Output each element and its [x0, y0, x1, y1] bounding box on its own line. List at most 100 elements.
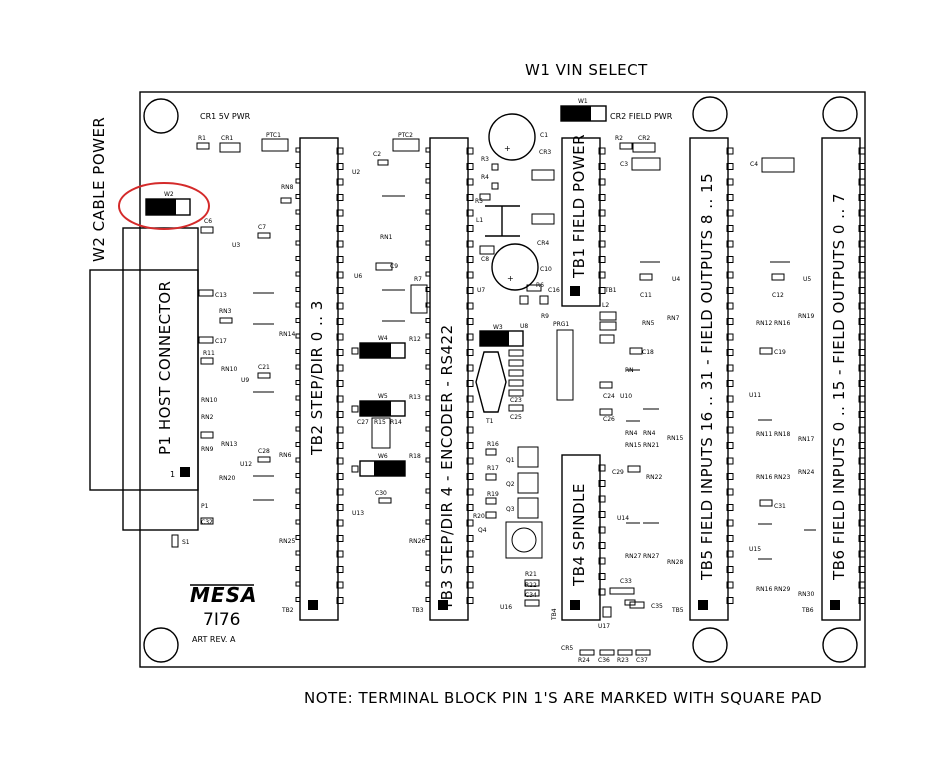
pad: [295, 333, 301, 339]
pad: [726, 380, 734, 387]
pad: [629, 347, 643, 355]
pad: [295, 163, 301, 168]
svg-text:R9: R9: [541, 313, 549, 320]
pad: [336, 597, 344, 604]
svg-text:U10: U10: [620, 393, 632, 400]
pad: [295, 488, 301, 494]
pad: [336, 550, 344, 558]
svg-text:L2: L2: [602, 302, 609, 309]
svg-text:TB4: TB4: [551, 608, 558, 621]
pad: [632, 142, 656, 153]
pad: [726, 209, 734, 217]
pad: [726, 302, 734, 310]
svg-text:U14: U14: [617, 515, 629, 522]
svg-text:R1: R1: [198, 135, 206, 142]
resistor-r15-r14: [371, 417, 391, 449]
pad: [524, 589, 540, 597]
pad: [524, 579, 540, 587]
svg-text:U7: U7: [477, 287, 485, 294]
pad: [200, 431, 214, 439]
svg-text:T1: T1: [485, 418, 494, 425]
svg-text:RN15: RN15: [625, 442, 641, 449]
pad: [466, 535, 474, 542]
pad: [466, 240, 474, 248]
pad: [599, 334, 615, 344]
pad: [466, 147, 474, 155]
pad: [858, 380, 866, 387]
pad: [726, 550, 734, 558]
svg-text:C12: C12: [772, 292, 784, 299]
svg-text:U2: U2: [352, 169, 360, 176]
pad: [295, 380, 301, 385]
pad: [631, 157, 661, 171]
svg-text:C17: C17: [215, 338, 227, 345]
svg-text:RN29: RN29: [774, 586, 790, 593]
pad: [524, 599, 540, 607]
svg-text:RN8: RN8: [281, 184, 294, 191]
pad: [858, 550, 866, 558]
pad: [726, 178, 734, 186]
pad: [598, 495, 606, 503]
pad: [858, 535, 866, 542]
pad: [295, 147, 301, 153]
pad: [635, 649, 651, 656]
pad: [336, 488, 344, 496]
pad: [579, 649, 595, 656]
svg-text:U16: U16: [500, 604, 512, 611]
svg-text:RN14: RN14: [279, 331, 295, 338]
pad: [479, 245, 495, 255]
pad: [598, 480, 606, 487]
pad: [466, 318, 474, 325]
pad: [198, 289, 214, 297]
pad: [336, 147, 344, 155]
svg-text:RN2: RN2: [201, 414, 214, 421]
terminal-block-tb4: TB4 SPINDLE TB4: [551, 454, 601, 621]
pad: [858, 209, 866, 217]
pad: [295, 395, 301, 401]
pad: [485, 511, 497, 519]
svg-text:R15: R15: [374, 419, 386, 426]
svg-text:C18: C18: [642, 349, 654, 356]
pad: [598, 464, 606, 472]
pad: [336, 395, 344, 403]
pad: [466, 163, 474, 170]
svg-text:C6: C6: [204, 218, 212, 225]
svg-text:RN27: RN27: [625, 553, 641, 560]
pad: [858, 504, 866, 511]
svg-text:RN16: RN16: [756, 474, 772, 481]
svg-text:CR1: CR1: [221, 135, 233, 142]
pad: [375, 262, 393, 271]
w5-jumper: W5: [359, 393, 406, 417]
svg-text:RN28: RN28: [667, 559, 683, 566]
pad: [378, 497, 392, 504]
pad: [619, 142, 633, 150]
pad: [599, 408, 613, 416]
pad: [491, 163, 499, 171]
pad: [466, 225, 474, 232]
pad: [726, 256, 734, 263]
pad: [466, 209, 474, 217]
pad: [351, 465, 359, 473]
svg-text:C10: C10: [540, 266, 552, 273]
pad: [726, 287, 734, 294]
svg-text:RN18: RN18: [774, 431, 790, 438]
pad: [858, 256, 866, 263]
pad: [598, 526, 606, 534]
pad: [726, 271, 734, 279]
pad: [508, 379, 524, 387]
svg-text:C30: C30: [375, 490, 387, 497]
pad: [519, 295, 529, 305]
svg-text:RN4: RN4: [625, 430, 638, 437]
pad: [336, 442, 344, 449]
svg-text:W3: W3: [493, 324, 503, 331]
pad: [336, 504, 344, 511]
svg-text:L1: L1: [476, 217, 483, 224]
mesa-logo-text: MESA: [190, 583, 257, 607]
pad: [466, 411, 474, 418]
svg-text:W4: W4: [378, 335, 388, 342]
svg-text:RN21: RN21: [643, 442, 659, 449]
pad: [336, 457, 344, 465]
pad: [858, 178, 866, 186]
pad: [295, 550, 301, 556]
svg-text:RN10: RN10: [201, 397, 217, 404]
